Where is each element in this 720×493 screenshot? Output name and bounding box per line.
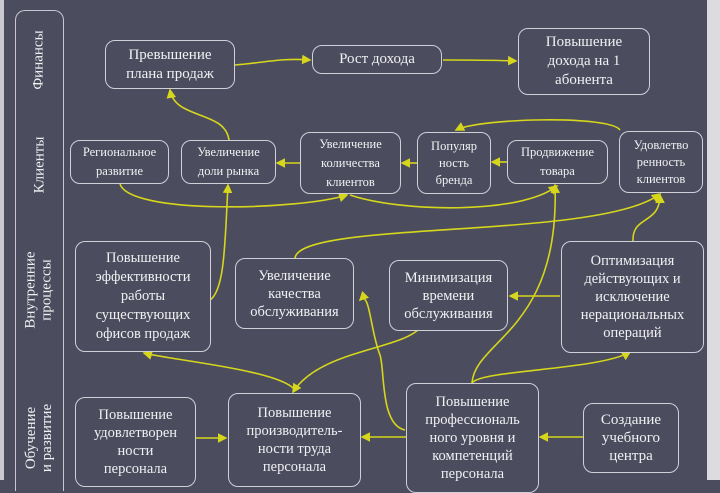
- arrow: [234, 54, 312, 66]
- node-promotion: Продвижение товара: [507, 140, 608, 184]
- node-service-quality: Увеличение качества обслуживания: [235, 258, 354, 329]
- arrows: [119, 54, 665, 443]
- node-training-center: Создание учебного центра: [583, 403, 679, 473]
- arrow: [349, 185, 559, 209]
- node-regional: Региональное развитие: [70, 140, 169, 184]
- arrow: [442, 55, 518, 66]
- node-market-share: Увеличение доли рынка: [181, 140, 276, 184]
- node-offices: Повышение эффективности работы существую…: [75, 241, 211, 352]
- node-optimization: Оптимизация действующих и исключение нер…: [561, 241, 704, 353]
- node-brand: Популяр ность бренда: [417, 132, 491, 194]
- arrow: [292, 327, 421, 394]
- node-arpu: Повышение дохода на 1 абонента: [518, 28, 650, 95]
- arrow: [166, 88, 230, 141]
- arrow: [119, 183, 349, 208]
- left-edge: [0, 0, 4, 480]
- node-clients-count: Увеличение количества клиентов: [300, 132, 401, 194]
- arrow: [294, 193, 662, 259]
- arrow: [454, 119, 621, 131]
- arrow: [358, 290, 406, 431]
- node-competence: Повышение профессиональ ного уровня и ко…: [406, 383, 539, 493]
- arrow: [142, 350, 296, 391]
- node-sales-plan: Превышение плана продаж: [105, 40, 235, 89]
- node-revenue-growth: Рост дохода: [312, 45, 442, 74]
- right-edge: [707, 0, 720, 480]
- node-satisfaction: Удовлетво ренность клиентов: [619, 131, 703, 193]
- arrow: [632, 193, 665, 242]
- node-staff-satisfaction: Повышение удовлетворен ности персонала: [75, 397, 196, 487]
- lane-column: [15, 10, 64, 491]
- arrow: [471, 183, 561, 384]
- arrow: [471, 351, 632, 384]
- node-service-time: Минимизация времени обслуживания: [389, 260, 508, 331]
- arrow: [209, 183, 233, 301]
- node-productivity: Повышение производитель- ности труда пер…: [228, 393, 361, 487]
